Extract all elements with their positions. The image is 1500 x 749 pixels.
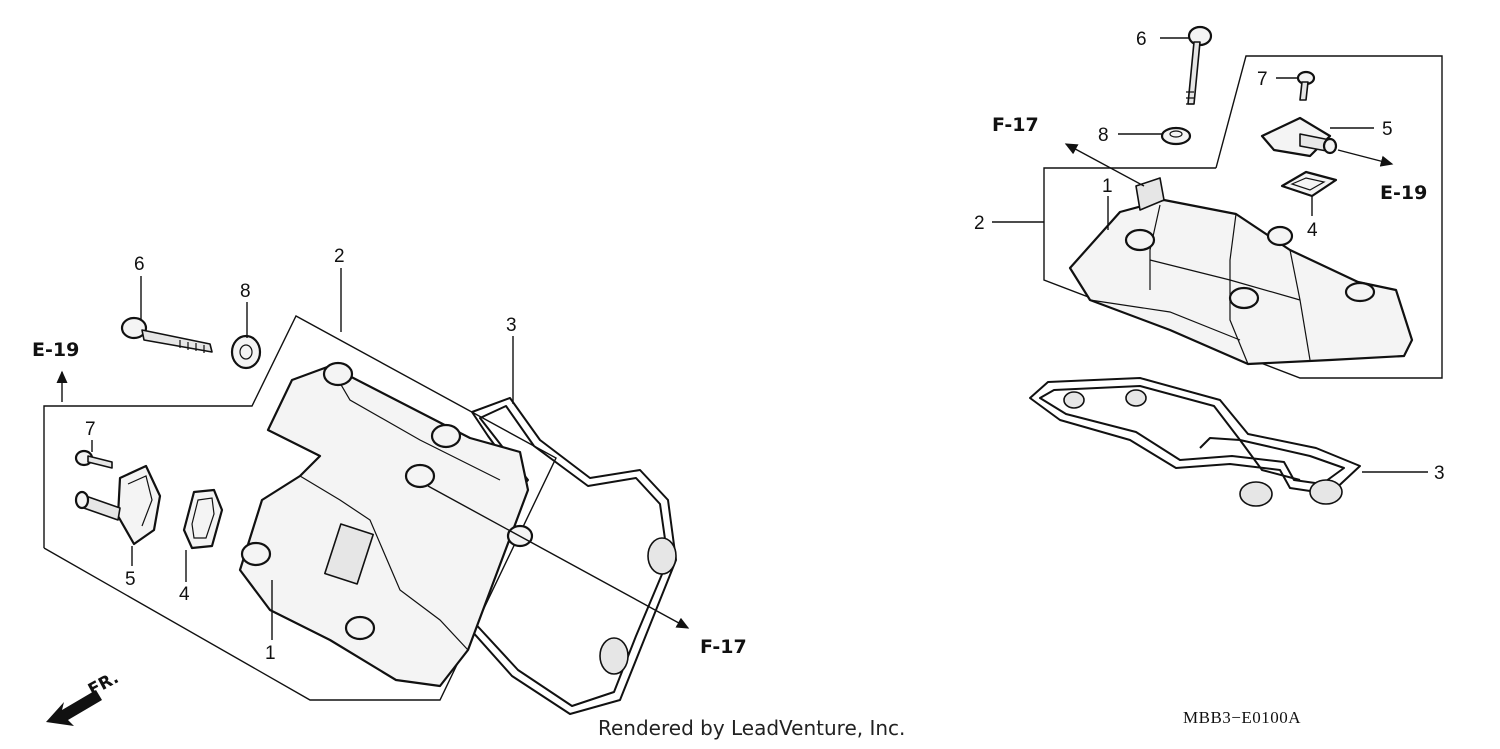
right-gasket-inner: [1039, 385, 1345, 485]
right-gasket-bump-1: [1239, 481, 1273, 507]
left-gasket-bump-2: [599, 637, 629, 675]
right-bolt-6: [1186, 25, 1213, 105]
left-callout-4: 4: [179, 584, 190, 605]
diagram-code: MBB3−E0100A: [1183, 708, 1302, 727]
left-boss-5: [344, 615, 376, 641]
left-callout-2: 2: [334, 246, 345, 267]
right-callout-8: 8: [1098, 125, 1109, 146]
right-gasket-loop: [1199, 437, 1301, 481]
left-washer-8: [230, 334, 262, 370]
right-group-outline: [1043, 55, 1443, 379]
left-ref-f17: F-17: [700, 636, 747, 658]
right-ref-f17: F-17: [992, 114, 1039, 136]
right-callout-3: 3: [1434, 463, 1445, 484]
right-breather-5: [1260, 116, 1338, 158]
left-callout-8: 8: [240, 281, 251, 302]
left-gasket-bump-1: [647, 537, 677, 575]
left-callout-3: 3: [506, 315, 517, 336]
left-bolt-6: [120, 316, 213, 353]
left-assembly: 6 8 2 3 7 5 4 1 E-19 F-17 FR.: [32, 246, 747, 726]
right-callout-4: 4: [1307, 220, 1318, 241]
left-callout-5: 5: [125, 569, 136, 590]
credit-text: Rendered by LeadVenture, Inc.: [598, 716, 906, 740]
right-callout-7: 7: [1257, 69, 1268, 90]
left-breather-5: [74, 464, 162, 546]
right-callout-2: 2: [974, 213, 985, 234]
left-gasket-4: [182, 488, 224, 550]
right-gasket-bump-4: [1125, 389, 1147, 407]
front-arrow-icon: [46, 690, 102, 726]
left-boss-1: [322, 361, 354, 387]
left-callout-6: 6: [134, 254, 145, 275]
right-gasket-bump-3: [1063, 391, 1085, 409]
right-assembly: 6 8 7 5 1 2 4 3 F-17 E-19: [974, 25, 1445, 507]
right-boss-2: [1228, 286, 1260, 310]
right-gasket-4: [1280, 170, 1338, 198]
left-callout-1: 1: [265, 643, 276, 664]
right-callout-6: 6: [1136, 29, 1147, 50]
right-bolt-7: [1296, 70, 1316, 101]
left-cover-port: [323, 523, 375, 585]
right-callout-1: 1: [1102, 176, 1113, 197]
right-head-cover: [1068, 198, 1414, 366]
left-boss-2: [430, 423, 462, 449]
left-callout-7: 7: [85, 419, 96, 440]
right-boss-4: [1266, 225, 1294, 247]
right-cover-ridge-2: [1089, 259, 1301, 341]
right-washer-8: [1160, 126, 1192, 146]
right-ref-e19: E-19: [1380, 182, 1427, 204]
left-boss-3: [404, 463, 436, 489]
right-boss-1: [1124, 228, 1156, 252]
left-bolt-7: [74, 449, 113, 469]
left-ref-e19: E-19: [32, 339, 79, 361]
left-cover-ridge: [299, 475, 469, 651]
left-head-cover: [238, 364, 530, 688]
right-gasket-bump-2: [1309, 479, 1343, 505]
right-callout-5: 5: [1382, 119, 1393, 140]
left-group-outline: [43, 315, 557, 701]
left-boss-4: [240, 541, 272, 567]
right-boss-3: [1344, 281, 1376, 303]
